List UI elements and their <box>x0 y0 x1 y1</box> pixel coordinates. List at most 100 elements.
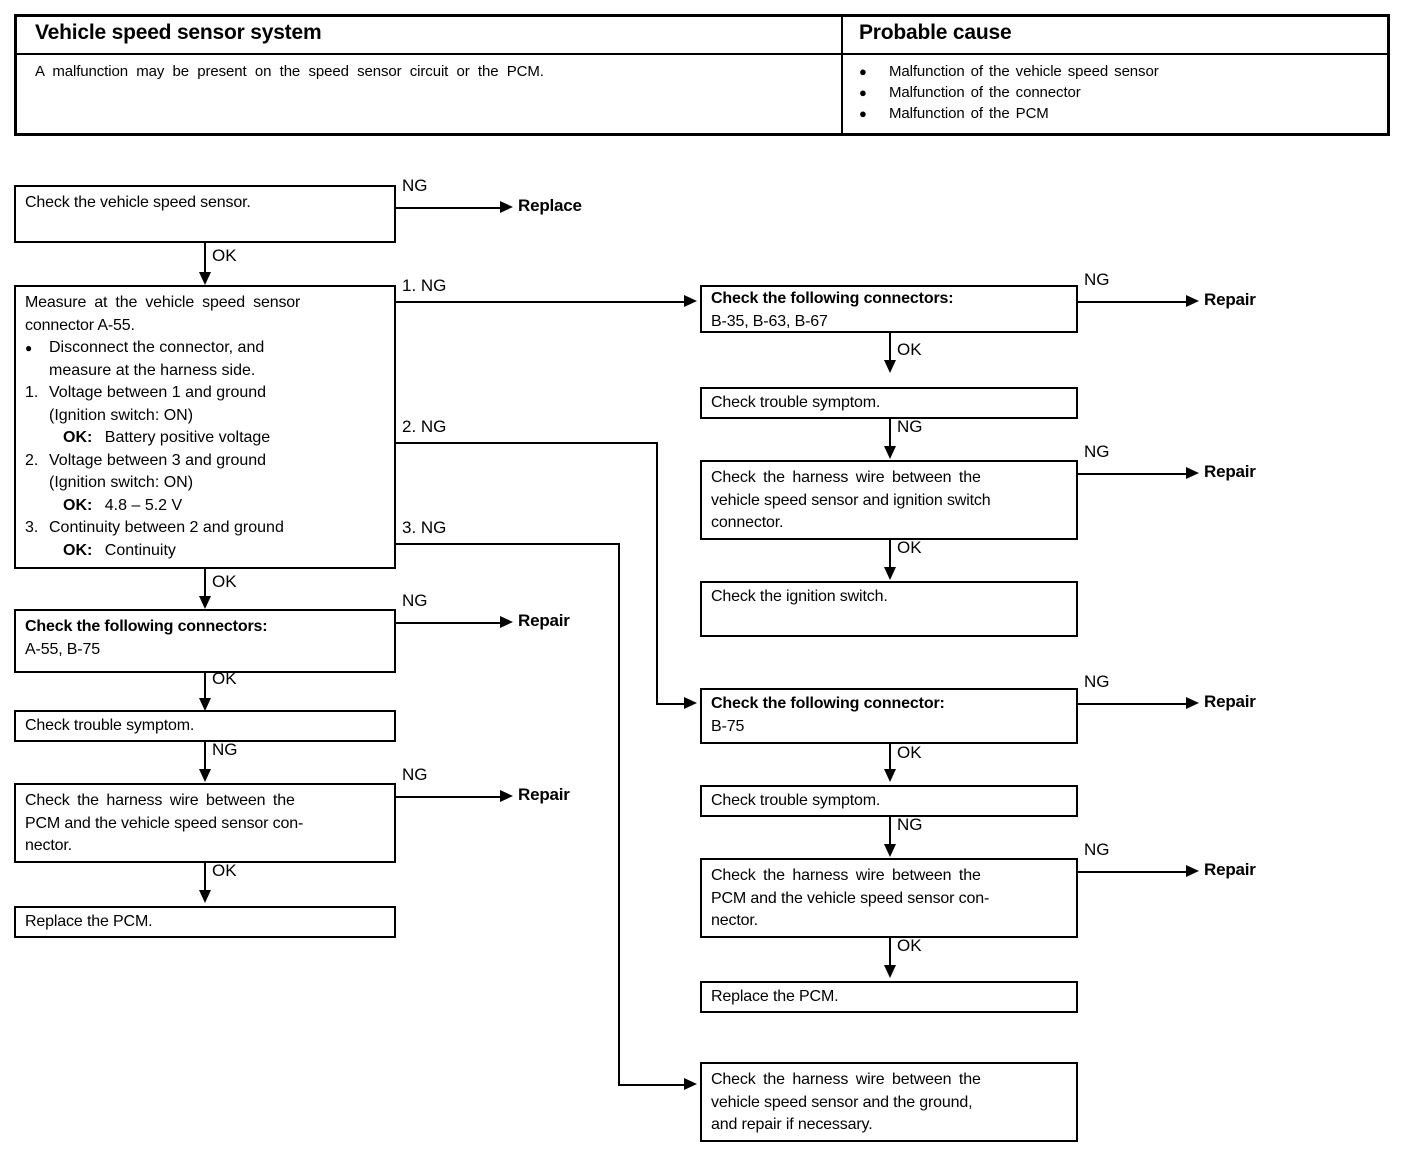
box-check-ignition-switch[interactable]: Check the ignition switch. <box>700 581 1078 637</box>
edge-label-ng: NG <box>402 591 428 610</box>
box-measure-connector-a55[interactable]: Measure at the vehicle speed sensor conn… <box>14 285 396 569</box>
edge-r1-ok <box>889 333 891 367</box>
box-check-trouble-symptom-right-1[interactable]: Check trouble symptom. <box>700 387 1078 419</box>
edge-r6-ng <box>889 817 891 851</box>
edge-l2-ng2-h2 <box>656 703 686 705</box>
bullet-icon: ● <box>25 341 33 355</box>
box-check-connector-b75[interactable]: Check the following connector: B-75 <box>700 688 1078 744</box>
ok-value: Continuity <box>104 541 176 559</box>
edge-l3-ok <box>204 673 206 705</box>
edge-label-ng: NG <box>212 740 238 759</box>
arrowhead-icon <box>884 567 896 580</box>
arrowhead-icon <box>1186 697 1199 709</box>
box-check-harness-pcm-right[interactable]: Check the harness wire between the PCM a… <box>700 858 1078 938</box>
arrowhead-icon <box>1186 295 1199 307</box>
edge-label-ng: NG <box>402 176 428 195</box>
arrowhead-icon <box>1186 865 1199 877</box>
box-text-line: and repair if necessary. <box>711 1116 873 1133</box>
arrowhead-icon <box>500 790 513 802</box>
bullet-icon: ● <box>859 64 867 79</box>
terminal-repair: Repair <box>1204 692 1256 711</box>
edge-l5-ok <box>204 863 206 897</box>
table-cell-description: A malfunction may be present on the spee… <box>35 63 544 80</box>
arrowhead-icon <box>199 769 211 782</box>
box-check-connectors-a55-b75[interactable]: Check the following connectors: A-55, B-… <box>14 609 396 673</box>
edge-l2-ng3-h2 <box>618 1084 686 1086</box>
arrowhead-icon <box>199 596 211 609</box>
terminal-replace: Replace <box>518 196 582 215</box>
edge-label-ng: NG <box>1084 442 1110 461</box>
box-text-line: nector. <box>25 837 72 854</box>
measure-item-line: (Ignition switch: ON) <box>49 474 194 491</box>
edge-r2-ng <box>889 419 891 453</box>
list-item: ● Malfunction of the connector <box>859 82 1379 103</box>
box-text-line: Check the harness wire between the <box>711 1071 981 1088</box>
edge-l3-ng <box>396 622 502 624</box>
box-text-line: nector. <box>711 912 758 929</box>
table-header-cause: Probable cause <box>859 21 1012 44</box>
list-number: 2. <box>25 451 39 469</box>
box-check-harness-ground[interactable]: Check the harness wire between the vehic… <box>700 1062 1078 1142</box>
edge-l1-ng <box>396 207 502 209</box>
ok-value: 4.8 – 5.2 V <box>104 496 183 514</box>
box-text-line: Check the harness wire between the <box>25 792 295 809</box>
edge-label-ng-2: 2. NG <box>402 417 447 436</box>
arrowhead-icon <box>884 360 896 373</box>
box-title: Check the following connectors: <box>711 290 954 307</box>
box-text: Replace the PCM. <box>711 988 839 1005</box>
arrowhead-icon <box>199 698 211 711</box>
box-replace-pcm-right[interactable]: Replace the PCM. <box>700 981 1078 1013</box>
edge-l4-ng <box>204 742 206 776</box>
box-check-trouble-symptom-right-2[interactable]: Check trouble symptom. <box>700 785 1078 817</box>
edge-r3-ok <box>889 540 891 574</box>
box-replace-pcm-left[interactable]: Replace the PCM. <box>14 906 396 938</box>
arrowhead-icon <box>884 446 896 459</box>
measure-item-line: Voltage between 3 and ground <box>49 451 267 469</box>
edge-label-ng: NG <box>897 417 923 436</box>
arrowhead-icon <box>884 844 896 857</box>
terminal-repair: Repair <box>518 785 570 804</box>
arrowhead-icon <box>684 295 697 307</box>
box-check-vehicle-speed-sensor[interactable]: Check the vehicle speed sensor. <box>14 185 396 243</box>
box-check-harness-pcm-left[interactable]: Check the harness wire between the PCM a… <box>14 783 396 863</box>
box-connector-list: A-55, B-75 <box>25 640 100 658</box>
arrowhead-icon <box>199 272 211 285</box>
table-header-system: Vehicle speed sensor system <box>35 21 322 44</box>
edge-l1-ok <box>204 243 206 279</box>
box-title: Check the following connector: <box>711 695 945 712</box>
bullet-icon: ● <box>859 106 867 121</box>
measure-line-1: Measure at the vehicle speed sensor <box>25 294 301 311</box>
edge-label-ng: NG <box>402 765 428 784</box>
list-number: 3. <box>25 519 39 536</box>
box-check-harness-ignition-switch[interactable]: Check the harness wire between the vehic… <box>700 460 1078 540</box>
box-check-connectors-b35-b63-b67[interactable]: Check the following connectors: B-35, B-… <box>700 285 1078 333</box>
edge-l2-ng1 <box>396 301 686 303</box>
edge-label-ok: OK <box>897 538 922 557</box>
box-connector-list: B-35, B-63, B-67 <box>711 312 828 330</box>
edge-label-ng-3: 3. NG <box>402 518 447 537</box>
box-check-trouble-symptom-left[interactable]: Check trouble symptom. <box>14 710 396 742</box>
edge-l2-ng2-v <box>656 442 658 704</box>
table-header-divider <box>17 53 1387 55</box>
edge-label-ng-1: 1. NG <box>402 276 447 295</box>
ok-label: OK: <box>63 429 93 446</box>
terminal-repair: Repair <box>1204 290 1256 309</box>
ok-label: OK: <box>63 496 93 514</box>
list-item: ● Disconnect the connector, and measure … <box>25 337 394 382</box>
box-connector-list: B-75 <box>711 717 745 735</box>
box-text: Replace the PCM. <box>25 913 153 930</box>
terminal-repair: Repair <box>518 611 570 630</box>
ok-value: Battery positive voltage <box>104 429 271 446</box>
measure-item-line: (Ignition switch: ON) <box>49 406 194 424</box>
fault-summary-table: Vehicle speed sensor system Probable cau… <box>14 14 1390 136</box>
edge-label-ng: NG <box>897 815 923 834</box>
arrowhead-icon <box>500 201 513 213</box>
arrowhead-icon <box>884 769 896 782</box>
edge-l2-ng2-h <box>396 442 658 444</box>
list-item: ● Malfunction of the vehicle speed senso… <box>859 61 1379 82</box>
bullet-icon: ● <box>859 85 867 100</box>
edge-label-ng: NG <box>1084 270 1110 289</box>
list-number: 1. <box>25 384 39 401</box>
arrowhead-icon <box>884 965 896 978</box>
edge-label-ng: NG <box>1084 840 1110 859</box>
